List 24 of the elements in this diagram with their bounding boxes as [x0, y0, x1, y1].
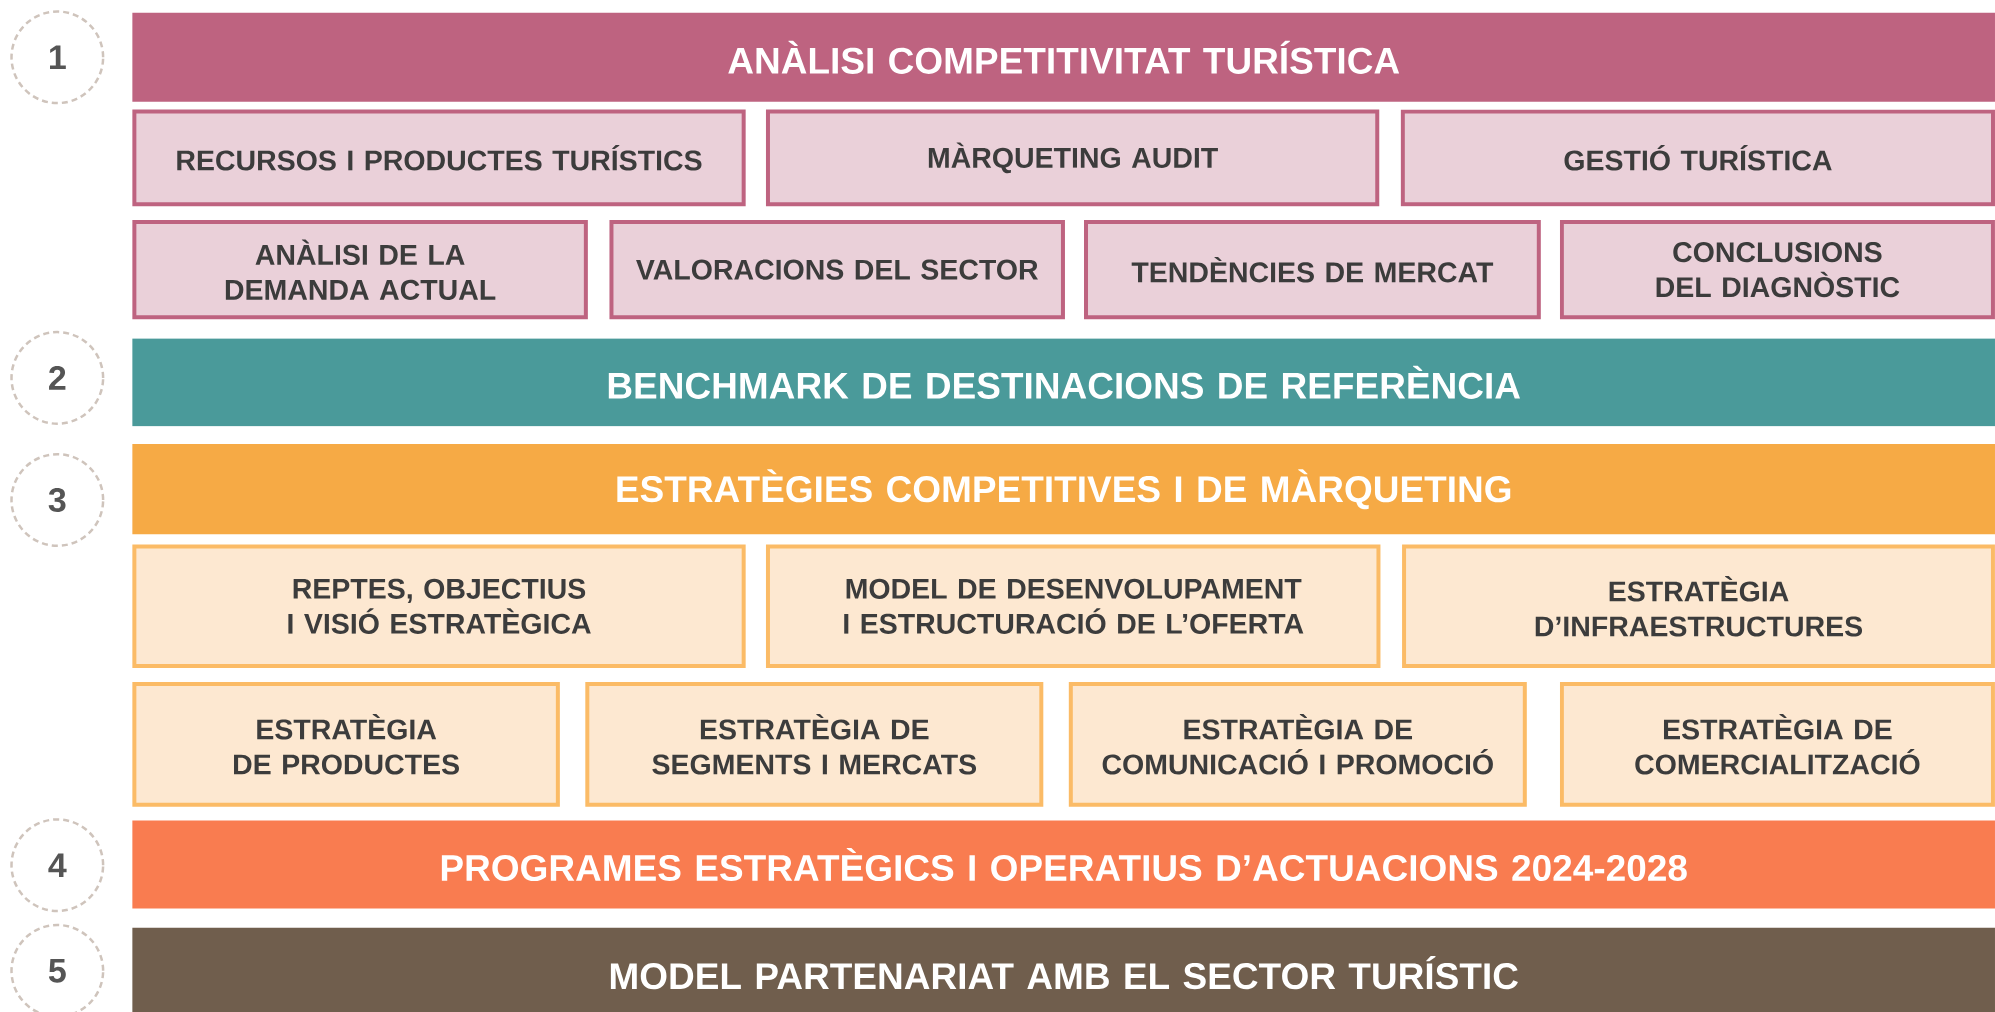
topic-box: ESTRATÈGIA DE COMUNICACIÓ I PROMOCIÓ: [1068, 681, 1527, 807]
topic-box: ESTRATÈGIA D’INFRAESTRUCTURES: [1402, 544, 1995, 668]
topic-box: RECURSOS I PRODUCTES TURÍSTICS: [132, 109, 746, 207]
step-number: 2: [10, 330, 105, 425]
step-number: 4: [10, 818, 105, 913]
step-number: 3: [10, 452, 105, 548]
topic-box: GESTIÓ TURÍSTICA: [1400, 109, 1995, 207]
section-band: BENCHMARK DE DESTINACIONS DE REFERÈNCIA: [132, 338, 1995, 427]
topic-box: ESTRATÈGIA DE SEGMENTS I MERCATS: [585, 681, 1044, 807]
topic-box: ESTRATÈGIA DE COMERCIALITZACIÓ: [1559, 681, 1995, 807]
topic-box: MODEL DE DESENVOLUPAMENT I ESTRUCTURACIÓ DE L’OFERTA: [765, 544, 1381, 668]
topic-box: TENDÈNCIES DE MERCAT: [1084, 220, 1541, 320]
step-number: 1: [10, 10, 105, 105]
topic-box: VALORACIONS DEL SECTOR: [609, 220, 1065, 320]
topic-box: MÀRQUETING AUDIT: [765, 109, 1380, 207]
topic-box: ANÀLISI DE LA DEMANDA ACTUAL: [132, 220, 588, 320]
step-number: 5: [10, 923, 105, 1012]
section-band: PROGRAMES ESTRATÈGICS I OPERATIUS D’ACTUACIONS 2024-2028: [132, 820, 1995, 909]
topic-box: CONCLUSIONS DEL DIAGNÒSTIC: [1559, 220, 1995, 320]
topic-box: REPTES, OBJECTIUS I VISIÓ ESTRATÈGICA: [132, 544, 746, 668]
section-band: ANÀLISI COMPETITIVITAT TURÍSTICA: [132, 12, 1995, 102]
topic-box: ESTRATÈGIA DE PRODUCTES: [132, 681, 560, 807]
section-band: ESTRATÈGIES COMPETITIVES I DE MÀRQUETING: [132, 444, 1995, 535]
section-band: MODEL PARTENARIAT AMB EL SECTOR TURÍSTIC: [132, 927, 1995, 1012]
